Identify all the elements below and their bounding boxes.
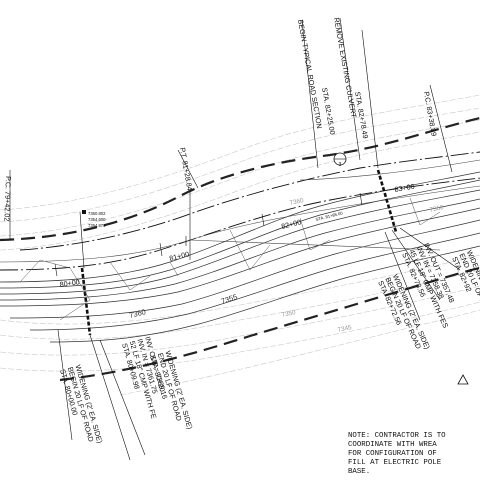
label-remove-existing-culvert: REMOVE EXISTING CULVERT: [332, 17, 359, 119]
label-pt-81-28-84: P.T. 81+28.84: [178, 147, 194, 192]
elevation-3: 7354.876: [88, 223, 106, 228]
note-line-2: COORDINATE WITH WREA: [348, 441, 437, 449]
culvert-pipes: [80, 169, 398, 336]
existing-contours: [0, 94, 480, 396]
breaklines: [19, 197, 441, 321]
station-ticks: [54, 190, 363, 277]
label-begin-typical-road-section: BEGIN TYPICAL ROAD SECTION: [296, 19, 324, 130]
label-pc-83-38-89: P.C. 83+38.89: [422, 91, 439, 137]
label-pc-79-42-02: P.C. 79+42.02: [2, 176, 13, 222]
section-bubble: 3: [333, 152, 347, 168]
culvert-82: [376, 169, 398, 233]
callout-sta-80-00: STA. 80+00.00 BEGIN 20 LF OF ROAD WIDENI…: [58, 364, 104, 445]
small-station-note: STA. 81+85.00: [315, 210, 344, 222]
elevation-marker: 7360.802 7354.600 7354.876: [82, 210, 106, 228]
elevation-2: 7354.600: [88, 217, 106, 222]
contour-7360-grey: 7360: [289, 197, 305, 207]
callout-sta-82-92: STA. 82+92 END 20 LF OF ROAD WIDENING (2…: [450, 249, 480, 327]
station-83: 83+00: [394, 182, 415, 194]
contour-7355: 7355: [220, 292, 239, 306]
station-80: 80+00: [59, 277, 80, 289]
section-bubble-number: 3: [339, 162, 342, 168]
contour-7360: 7360: [128, 307, 146, 320]
contour-7360-grey-right: 7360: [429, 204, 445, 214]
note-line-1: NOTE: CONTRACTOR IS TO: [348, 432, 446, 440]
culvert-80: [80, 267, 92, 336]
station-82: 82+00: [280, 217, 302, 231]
note-line-3: FOR CONFIGURATION OF: [348, 450, 437, 458]
survey-control-triangle: [457, 374, 469, 385]
contour-7350-grey: 7350: [281, 309, 297, 319]
elevation-1: 7360.802: [88, 211, 106, 216]
right-of-way-lines: [0, 116, 480, 382]
contractor-note: NOTE: CONTRACTOR IS TO COORDINATE WITH W…: [348, 432, 446, 476]
note-line-4: FILL AT ELECTRIC POLE: [348, 459, 442, 467]
contour-7345-grey: 7345: [337, 324, 353, 334]
edge-lines: [0, 159, 480, 263]
station-81: 81+00: [168, 249, 190, 263]
note-line-5: BASE.: [348, 468, 370, 476]
leader-lines: [9, 17, 461, 461]
